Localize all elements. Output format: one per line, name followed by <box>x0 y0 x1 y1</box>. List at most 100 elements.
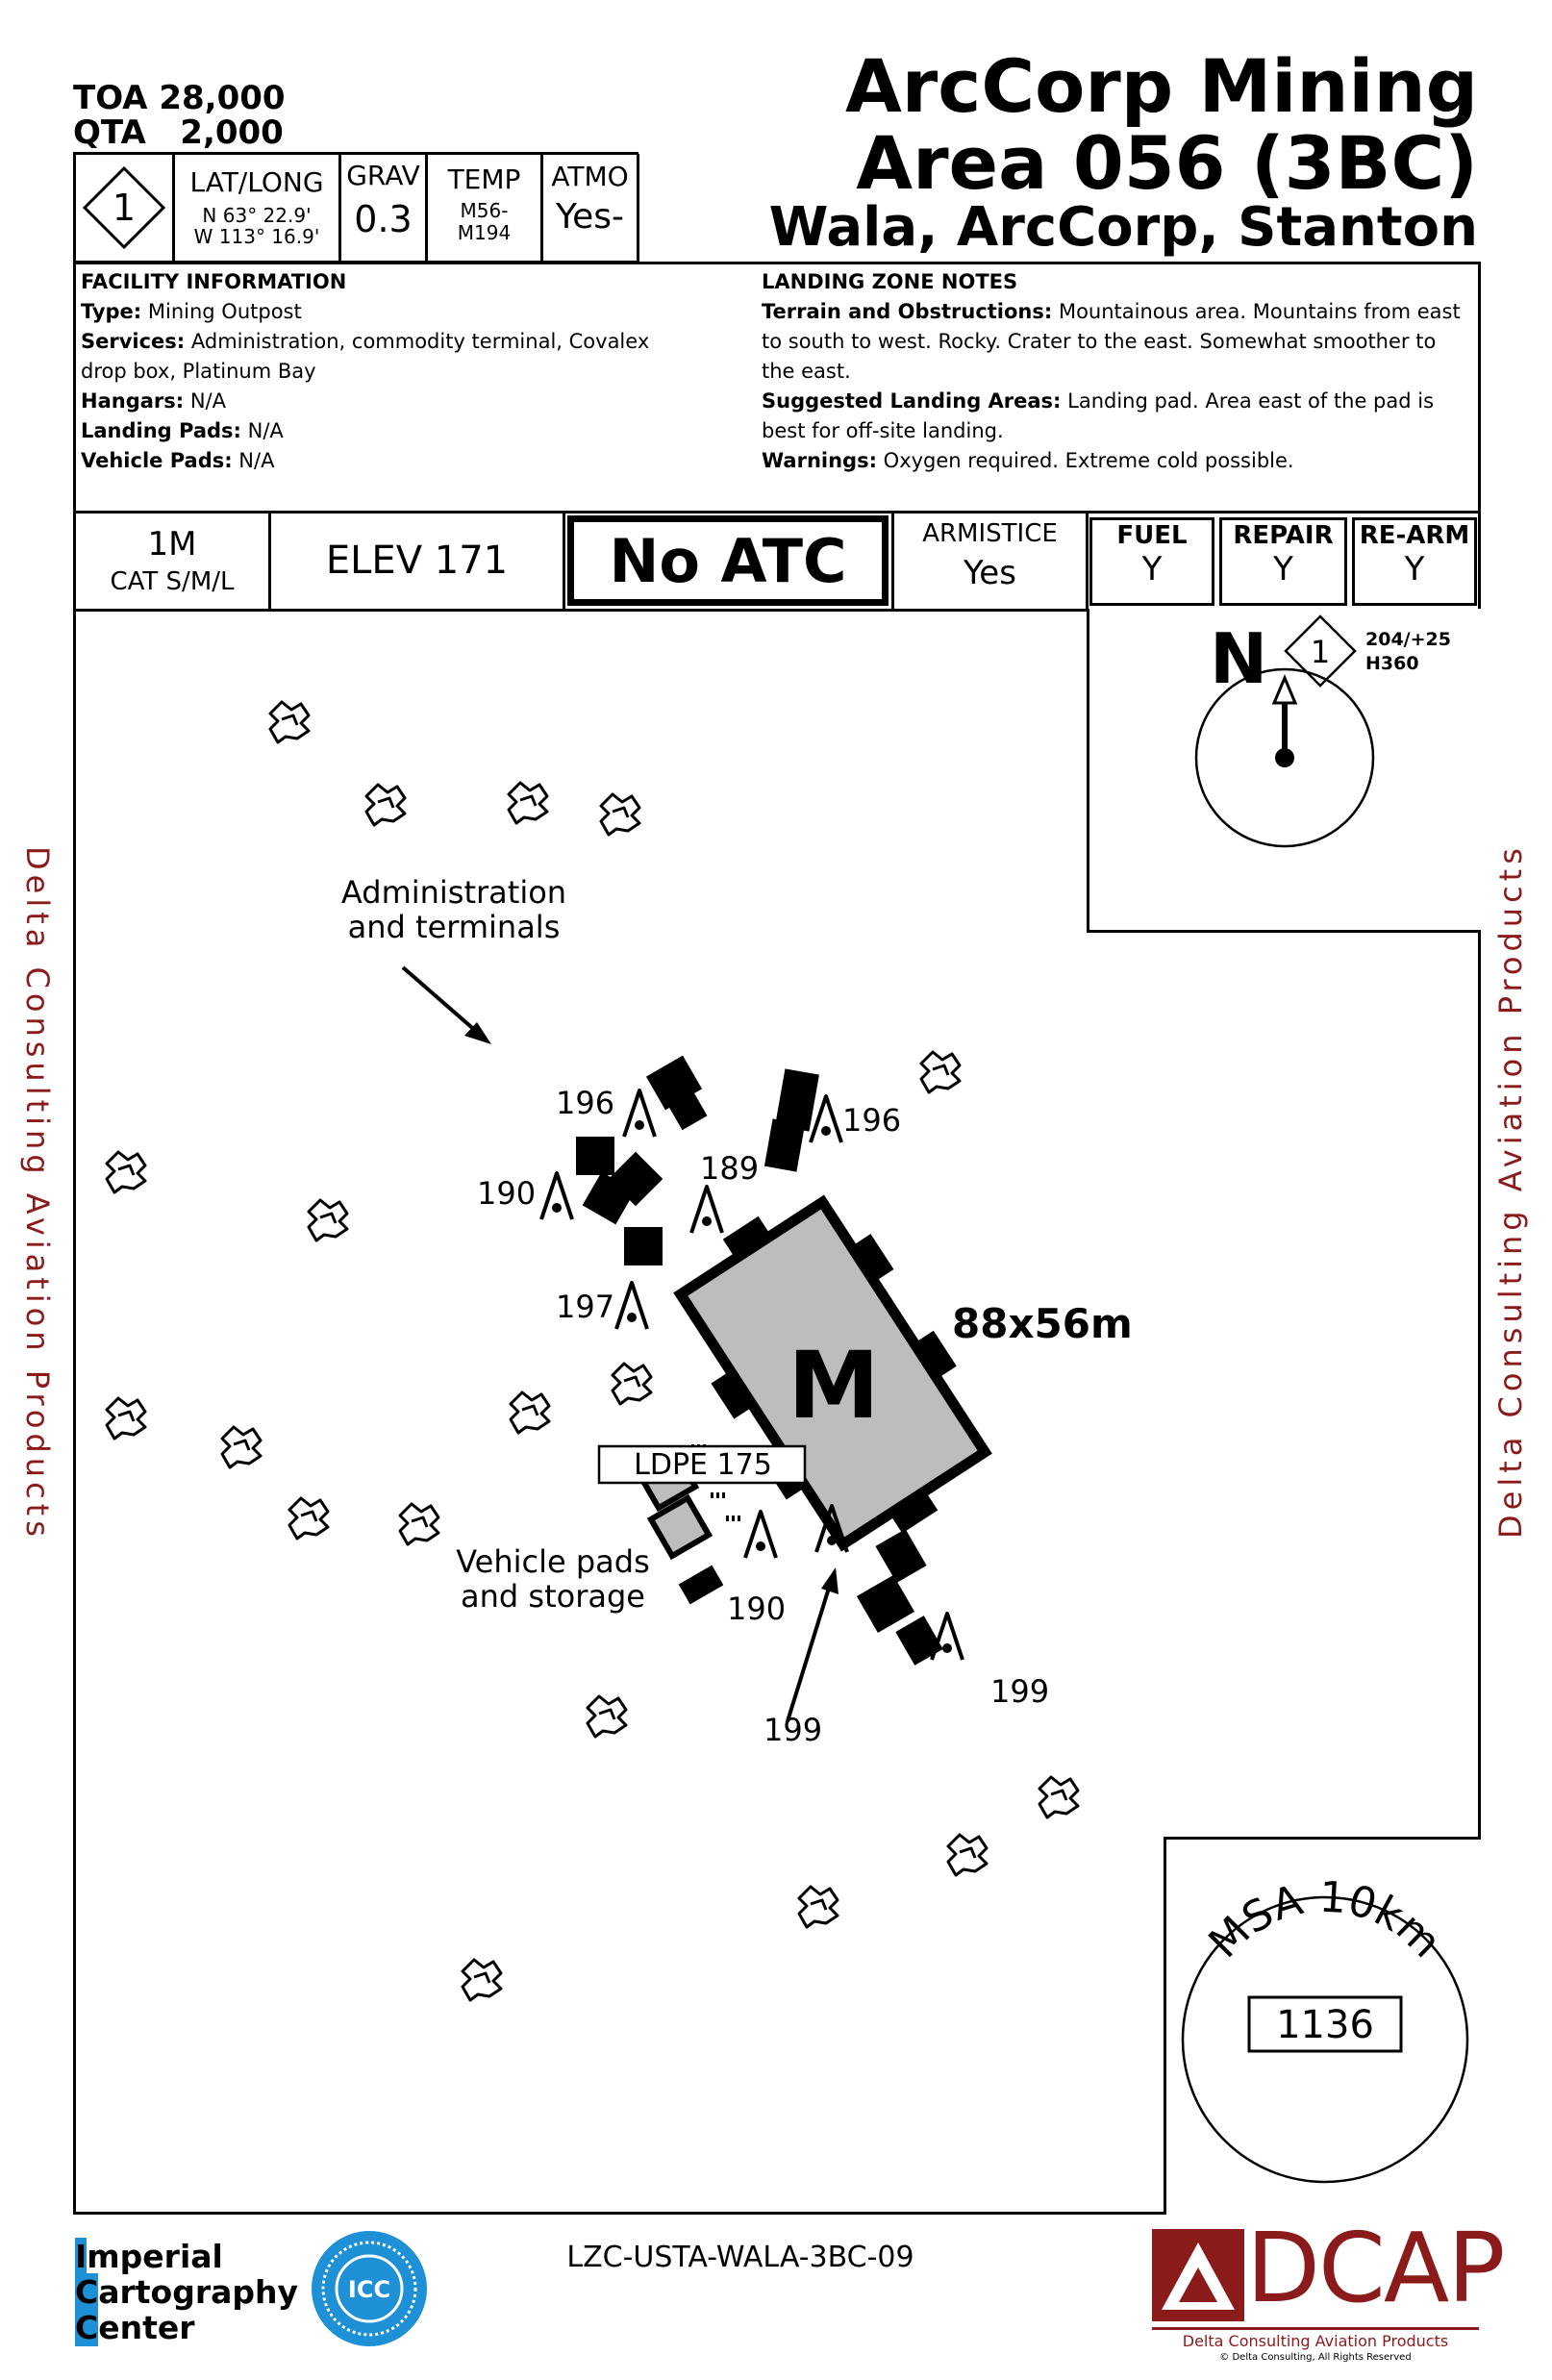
suggested-value: Landing pad. Area east of the pad is bes… <box>762 389 1435 442</box>
terrain-value: Mountainous area. Mountains from east to… <box>762 300 1461 383</box>
landing-pads-label: Landing Pads: <box>81 419 241 442</box>
location-subtitle: Wala, ArcCorp, Stanton <box>768 196 1478 259</box>
atc-value: No ATC <box>609 525 847 596</box>
vehicle-pads-label: Vehicle Pads: <box>81 449 233 472</box>
elevation-label: 190 <box>727 1591 787 1627</box>
compass-inset: N 1 204/+25 H360 <box>1087 609 1481 933</box>
rock-icon <box>461 1958 503 2002</box>
dcap-copyright: © Delta Consulting, All Rights Reserved <box>1219 2352 1412 2363</box>
type-label: Type: <box>81 300 142 323</box>
fuel-cell: FUEL Y <box>1089 517 1214 606</box>
rock-icon <box>1038 1775 1080 1819</box>
elevation-cell: ELEV 171 <box>271 513 565 609</box>
compass-rose: N 1 204/+25 H360 <box>1194 614 1451 848</box>
terrain-label: Terrain and Obstructions: <box>762 300 1053 323</box>
msa-diagram: MSA 10km 1136 <box>1181 1872 1469 2184</box>
atmo-cell: ATMO Yes- <box>543 154 639 262</box>
dcap-letters: DCAP <box>1246 2212 1506 2324</box>
icc-letter-c: C <box>75 2273 99 2311</box>
rearm-label: RE-ARM <box>1359 521 1470 550</box>
rearm-cell: RE-ARM Y <box>1352 517 1477 606</box>
compass-arrow-icon <box>1271 674 1298 705</box>
peak-icon <box>689 1185 724 1235</box>
rock-icon <box>220 1425 263 1469</box>
rock-icon <box>611 1362 653 1406</box>
zone-cell: 1 <box>76 154 175 262</box>
site-map: M <box>105 700 1080 2002</box>
rock-icon <box>105 1396 147 1441</box>
elevation-label: 196 <box>842 1102 902 1139</box>
icc-seal-logo: ICC <box>312 2231 427 2346</box>
vehicle-label-line1: Vehicle pads <box>456 1543 650 1580</box>
grav-label: GRAV <box>346 160 420 191</box>
latlong-label: LAT/LONG <box>189 166 324 198</box>
rock-icon <box>797 1885 839 1929</box>
facility-information: FACILITY INFORMATION Type: Mining Outpos… <box>81 267 696 476</box>
rock-icon <box>509 1390 551 1435</box>
size-category: CAT S/M/L <box>110 567 235 596</box>
landing-pad-surface <box>673 1194 992 1552</box>
fuel-label: FUEL <box>1116 521 1188 550</box>
temp-value-high: M56- <box>460 199 509 222</box>
admin-label-line1: Administration <box>340 874 567 911</box>
side-text-right: Delta Consulting Aviation Products <box>1492 843 1529 1539</box>
warnings-value: Oxygen required. Extreme cold possible. <box>876 449 1294 472</box>
arrow-head-icon <box>464 1022 491 1044</box>
vehicle-pads-value: N/A <box>232 449 275 472</box>
elevation-label: 190 <box>477 1175 537 1212</box>
icc-line1: mperial <box>87 2238 223 2275</box>
atc-cell: No ATC <box>567 515 889 606</box>
grav-value: 0.3 <box>354 198 413 240</box>
armistice-cell: ARMISTICE Yes <box>891 513 1089 609</box>
pointer-arrows <box>401 965 839 1722</box>
compass-zone-number: 1 <box>1311 634 1330 670</box>
pad-letter: M <box>788 1332 880 1440</box>
latitude: N 63° 22.9' <box>202 204 312 227</box>
repair-cell: REPAIR Y <box>1219 517 1347 606</box>
admin-label: Administration and terminals <box>338 875 569 944</box>
icc-letter-i: I <box>75 2238 88 2275</box>
fuel-value: Y <box>1141 550 1163 589</box>
elevation-value: ELEV 171 <box>325 539 509 583</box>
compass-bearing: 204/+25 <box>1365 629 1451 650</box>
hangars-label: Hangars: <box>81 389 185 413</box>
landing-zone-notes: LANDING ZONE NOTES Terrain and Obstructi… <box>762 267 1473 476</box>
msa-inset: MSA 10km 1136 <box>1164 1837 1481 2215</box>
elevation-label: 196 <box>556 1085 615 1121</box>
msa-value-box <box>1247 1995 1403 2053</box>
grav-cell: GRAV 0.3 <box>341 154 428 262</box>
compass-zone-diamond-icon <box>1284 614 1357 688</box>
msa-label: MSA 10km <box>1200 1872 1451 1967</box>
rock-icon <box>507 781 549 825</box>
vehicle-label-line2: and storage <box>461 1578 645 1615</box>
ldpe-box <box>597 1444 807 1485</box>
chart-id: LZC-USTA-WALA-3BC-09 <box>566 2241 914 2274</box>
rock-icon <box>288 1496 330 1541</box>
services-value: Administration, commodity terminal, Cova… <box>81 330 650 383</box>
size-cell: 1M CAT S/M/L <box>76 513 271 609</box>
peak-icon <box>539 1171 574 1221</box>
rock-icon <box>307 1198 349 1242</box>
peak-icon <box>809 1094 843 1144</box>
atmo-label: ATMO <box>551 160 629 192</box>
zone-diamond-icon: 1 <box>82 165 166 250</box>
dcap-logo: DCAP Delta Consulting Aviation Products … <box>1152 2216 1506 2373</box>
compass-heading: H360 <box>1365 653 1419 674</box>
landing-pad <box>673 1194 992 1552</box>
qta-value: QTA 2,000 <box>73 113 284 152</box>
repair-label: REPAIR <box>1233 521 1334 550</box>
elevation-label: 189 <box>700 1150 760 1187</box>
type-value: Mining Outpost <box>141 300 302 323</box>
armistice-label: ARMISTICE <box>922 519 1058 548</box>
icc-letter-c2: C <box>75 2309 99 2346</box>
icc-line3: enter <box>98 2309 195 2346</box>
armistice-value: Yes <box>964 554 1016 592</box>
repair-value: Y <box>1273 550 1293 589</box>
msa-circle <box>1181 1895 1469 2184</box>
icc-line2: artography <box>98 2273 298 2311</box>
rock-icon <box>105 1150 147 1194</box>
rock-icon <box>919 1050 962 1094</box>
peak-icon <box>622 1089 657 1139</box>
page-title: ArcCorp Mining <box>844 43 1478 129</box>
notes-heading: LANDING ZONE NOTES <box>762 270 1018 293</box>
